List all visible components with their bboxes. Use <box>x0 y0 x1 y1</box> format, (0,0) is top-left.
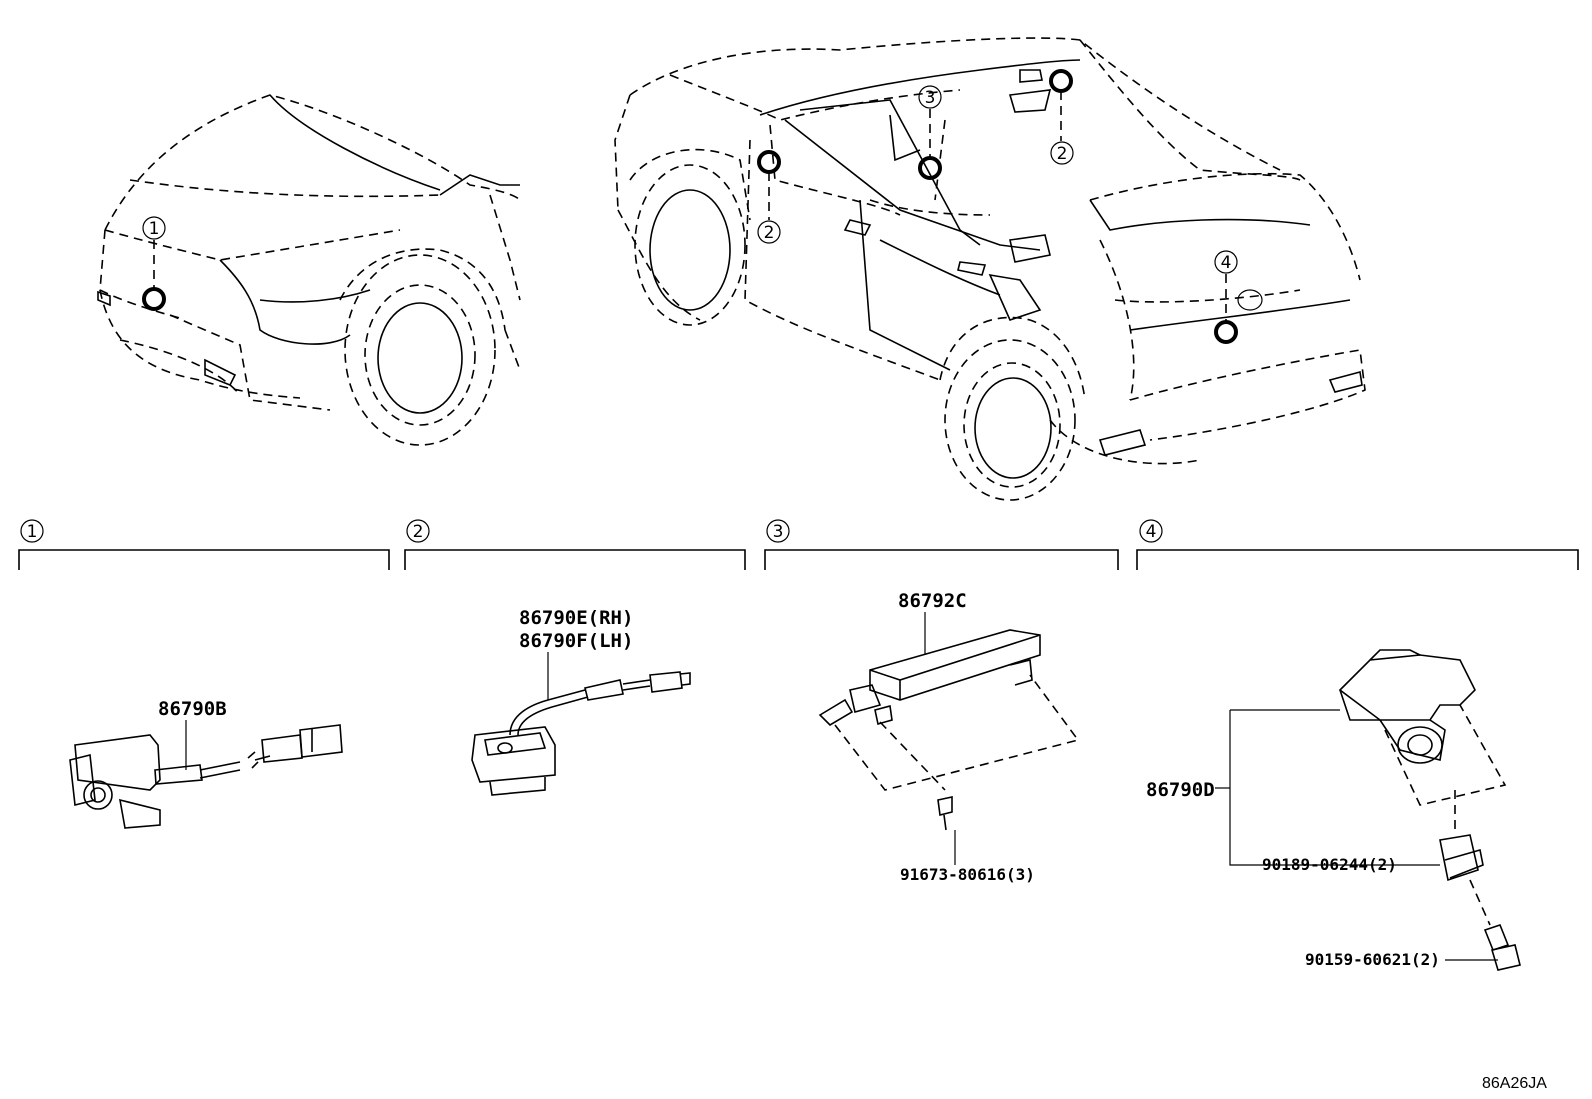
camera-module-part: 86792C 91673-80616(3) <box>818 590 1080 884</box>
section-header-4: 4 <box>1136 519 1579 570</box>
part-86790E-label: 86790E(RH) <box>519 607 633 629</box>
section-header-1: 1 <box>18 519 390 570</box>
rear-camera-part: 86790D 90189-06244(2) 90159-60621(2) <box>1146 649 1521 971</box>
callout-3-label: 3 <box>925 88 936 108</box>
diagram-code: 86A26JA <box>1482 1075 1547 1092</box>
part-86790F-label: 86790F(LH) <box>519 630 633 652</box>
part-86790B-label: 86790B <box>158 698 227 720</box>
side-camera-part: 86790E(RH) 86790F(LH) <box>471 607 691 796</box>
callout-2b-label: 2 <box>1057 144 1068 164</box>
section-header-2: 2 <box>404 519 746 570</box>
section-header-3: 3 <box>764 519 1119 570</box>
part-90159-60621-label: 90159-60621(2) <box>1305 950 1440 969</box>
callout-4-label: 4 <box>1221 253 1232 273</box>
part-90189-06244-label: 90189-06244(2) <box>1262 855 1397 874</box>
callout-2a-label: 2 <box>764 223 775 243</box>
part-91673-80616-label: 91673-80616(3) <box>900 865 1035 884</box>
rear-vehicle-illustration <box>614 37 1366 501</box>
section-3-number: 3 <box>773 522 784 542</box>
location-marker-3: 3 <box>918 85 942 180</box>
location-marker-2-left: 2 <box>757 150 781 244</box>
callout-1-label: 1 <box>149 219 160 239</box>
front-vehicle-illustration <box>97 94 521 446</box>
section-2-number: 2 <box>413 522 424 542</box>
section-1-number: 1 <box>27 522 38 542</box>
location-marker-4: 4 <box>1214 250 1238 344</box>
location-marker-2-right: 2 <box>1049 69 1074 165</box>
part-86792C-label: 86792C <box>898 590 967 612</box>
front-camera-part: 86790B <box>69 698 343 829</box>
location-marker-1: 1 <box>142 216 166 311</box>
part-86790D-label: 86790D <box>1146 779 1215 801</box>
section-4-number: 4 <box>1146 522 1157 542</box>
